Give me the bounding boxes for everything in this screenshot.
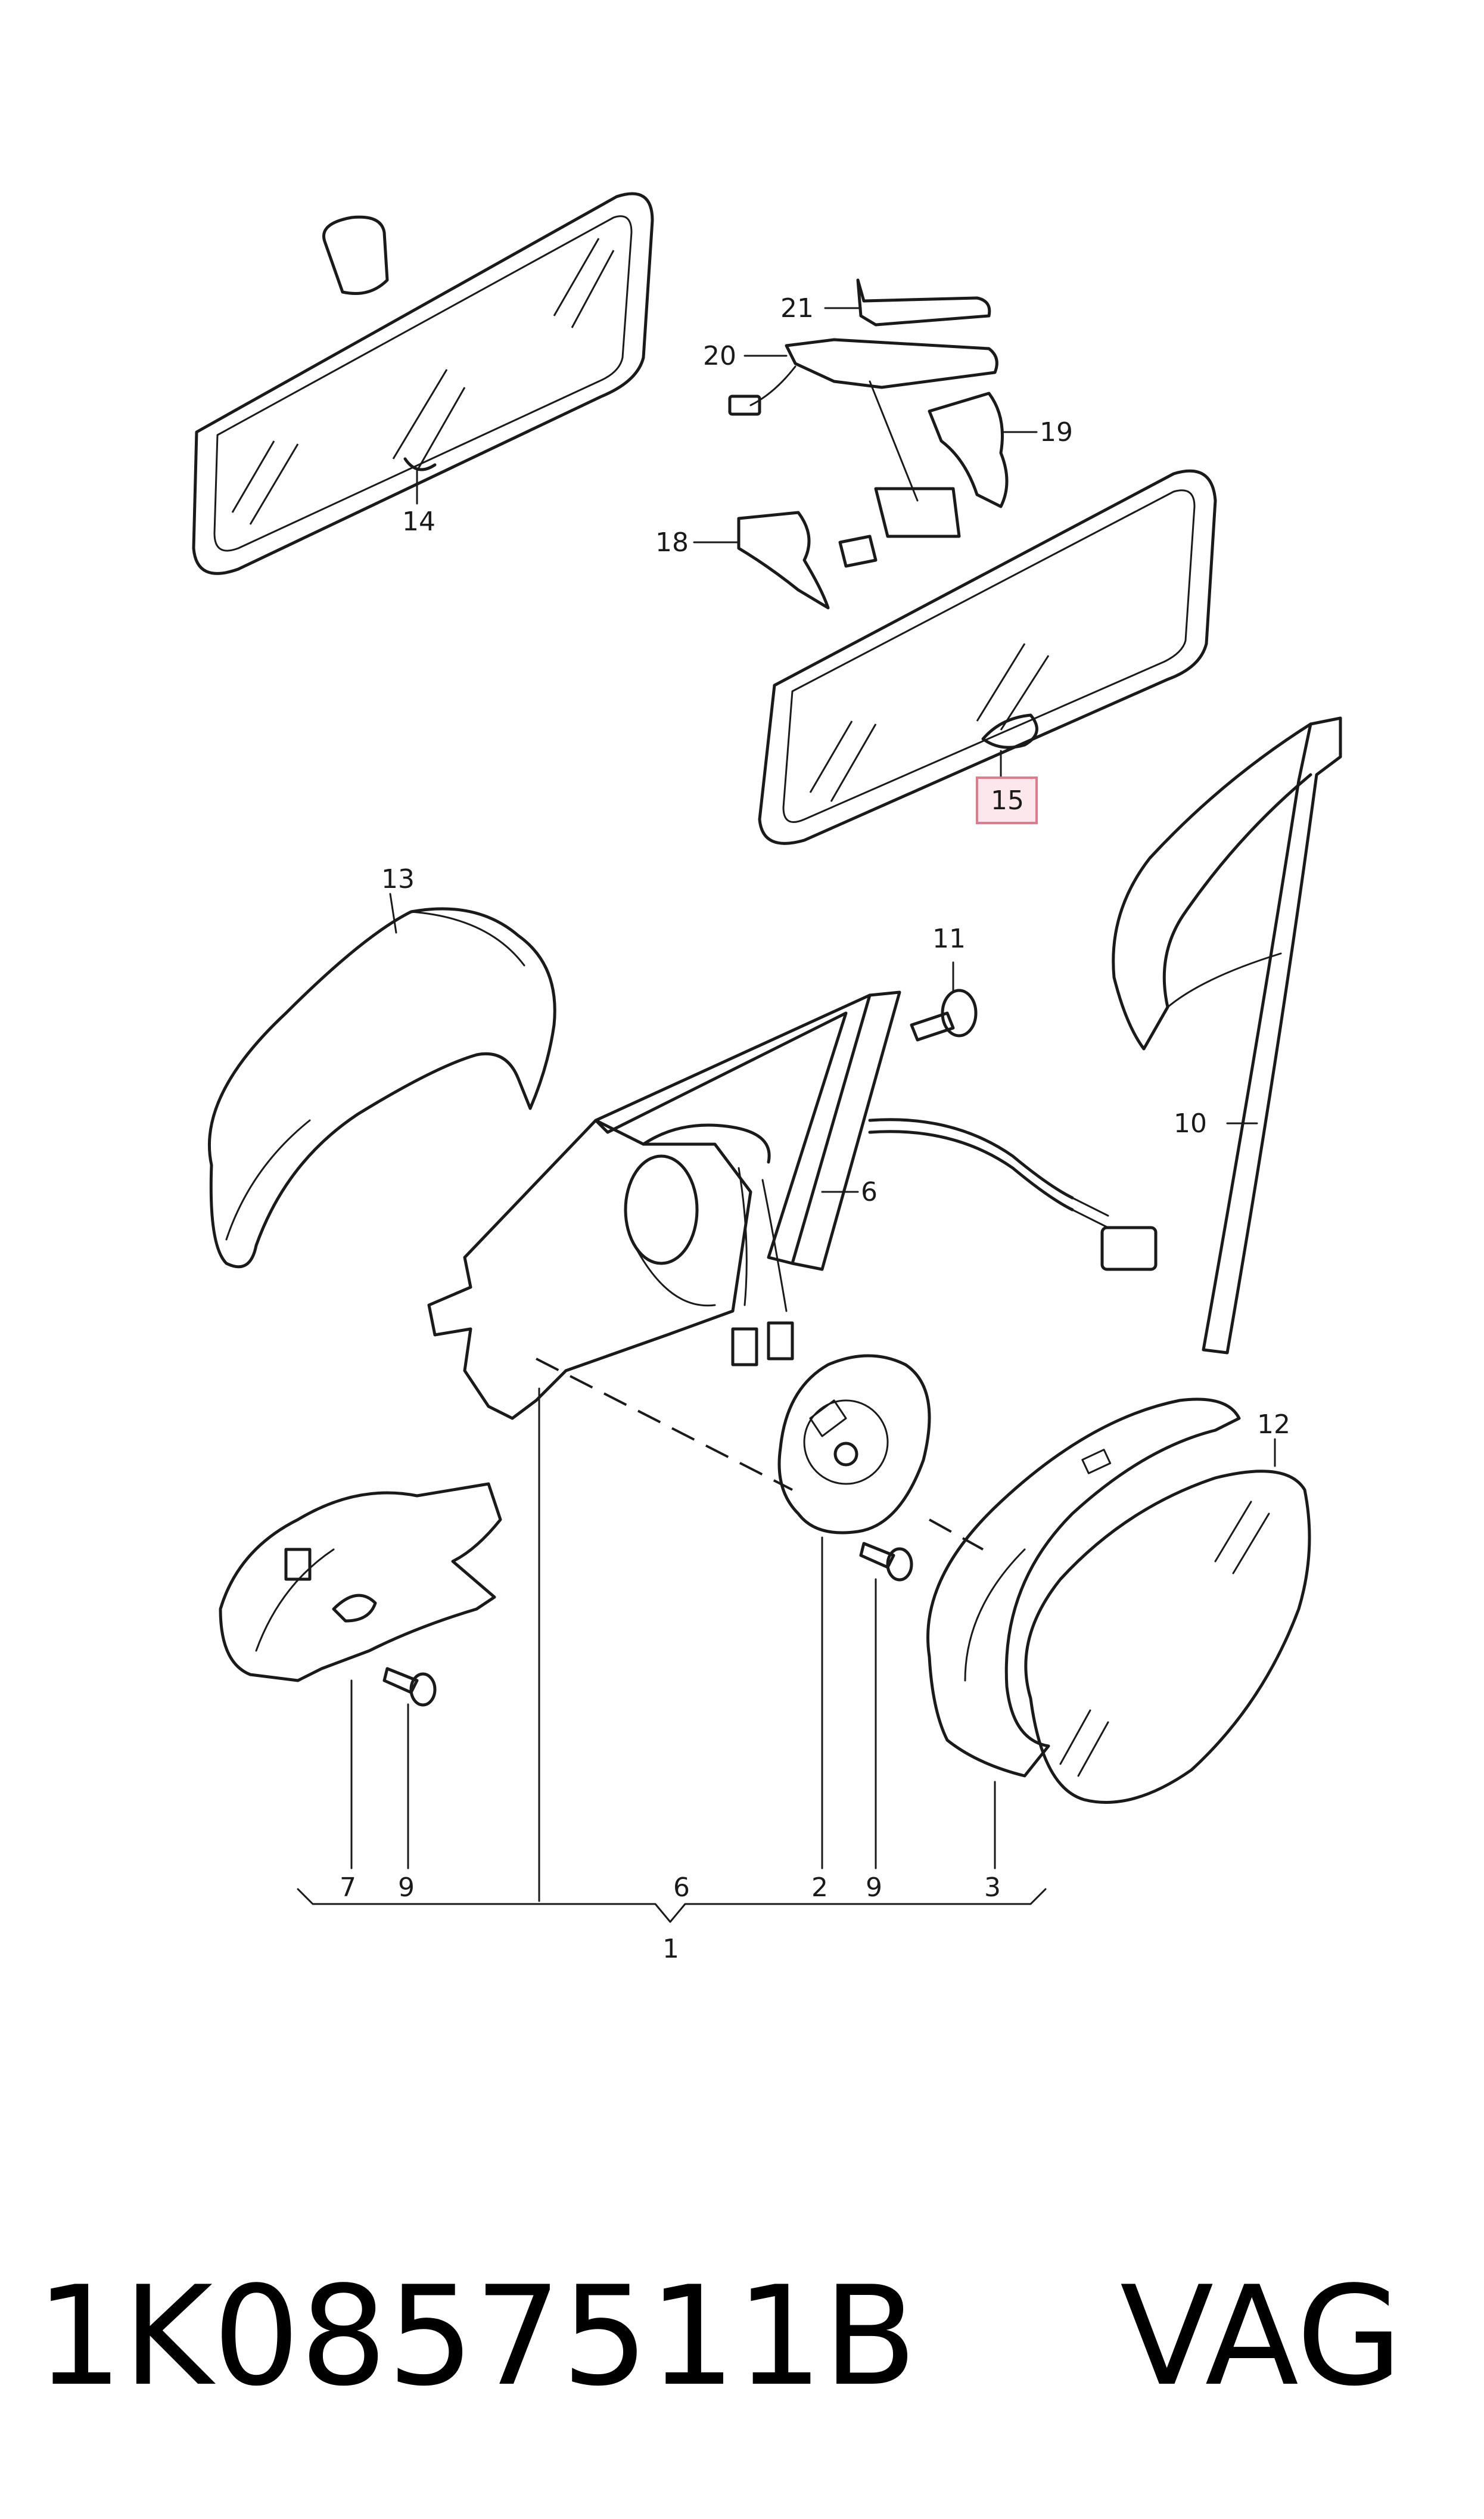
callout-18: 18 [655,527,689,558]
callout-10: 10 [1174,1108,1207,1139]
lower-cover-7 [219,1482,502,1682]
callout-6-upper: 6 [861,1177,878,1207]
callout-3: 3 [984,1872,1001,1903]
mirror-cap-13 [208,893,556,1269]
brand-name: VAG [1120,2257,1402,2416]
screw-11 [910,961,978,1042]
screw-9-right [859,1542,913,1582]
callout-15-highlight [976,776,1038,824]
mirror-glass-12 [1024,1438,1311,1804]
trim-cover-18 [693,380,961,610]
interior-mirror-15 [758,469,1217,845]
housing-frame-3 [926,1397,1241,1778]
callout-13: 13 [381,864,415,894]
leader-lines [297,1387,1047,1923]
screw-9-left [382,1667,437,1707]
trim-cover-21 [824,278,991,327]
callout-2: 2 [811,1872,828,1903]
callout-6-lower: 6 [673,1872,690,1903]
mirror-base-6 [427,990,1158,1420]
trim-cover-19 [928,392,1038,508]
callout-1: 1 [662,1934,679,1964]
callout-20: 20 [703,341,736,371]
callout-15: 15 [991,785,1024,816]
callout-19: 19 [1040,417,1073,448]
interior-mirror-14 [192,192,654,575]
window-trim-10 [1112,716,1342,1355]
callout-9-left: 9 [398,1872,415,1903]
callout-9-right: 9 [866,1872,882,1903]
wiring-cover-20 [728,338,998,416]
adjustment-motor-2 [777,1354,931,1535]
callout-14: 14 [402,507,435,537]
callout-12: 12 [1257,1409,1290,1440]
callout-11: 11 [932,924,966,954]
part-number: 1K0857511B [36,2257,917,2416]
callout-7: 7 [340,1872,356,1903]
assembly-axis [536,1358,984,1551]
callout-21: 21 [780,293,814,324]
